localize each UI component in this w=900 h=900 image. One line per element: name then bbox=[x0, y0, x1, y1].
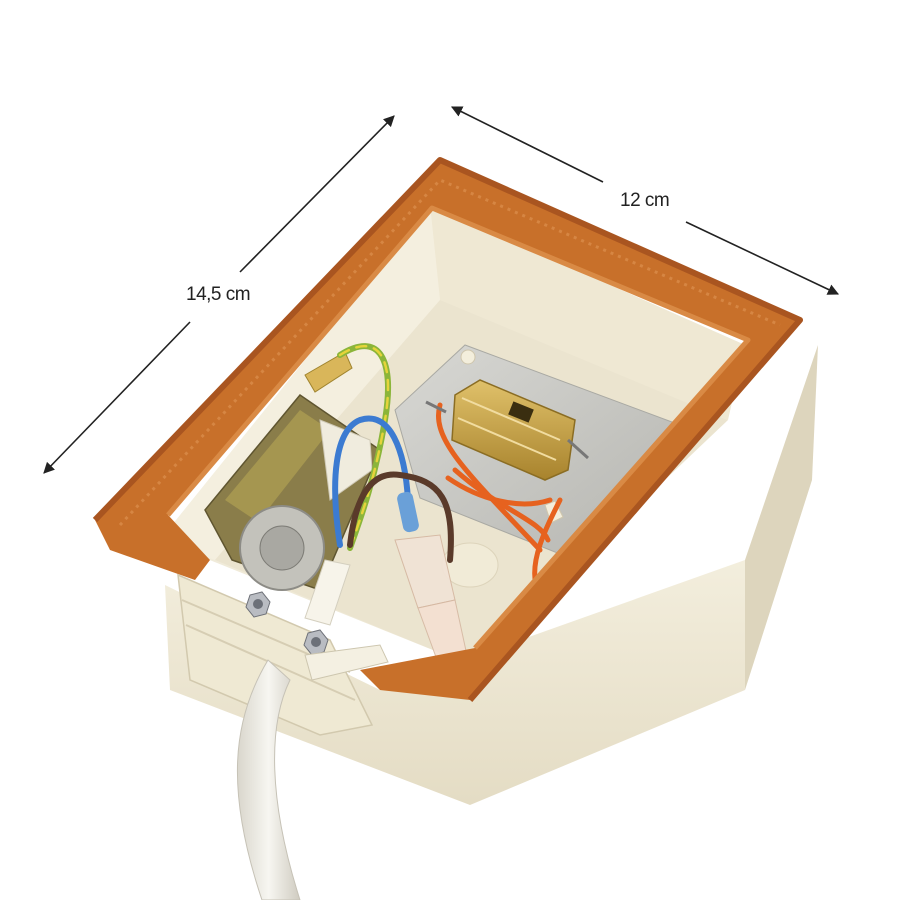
thermostat-unit bbox=[204, 351, 381, 591]
dimension-label-depth: 14,5 cm bbox=[186, 284, 251, 305]
power-cable bbox=[236, 659, 301, 900]
foam-gasket bbox=[92, 157, 803, 702]
cable-tie bbox=[304, 644, 389, 681]
terminal-screws bbox=[245, 591, 329, 656]
dimension-label-width: 12 cm bbox=[620, 190, 670, 211]
power-resistor bbox=[425, 379, 590, 481]
dimension-arrow-depth bbox=[43, 115, 395, 474]
dimension-arrow-width bbox=[450, 106, 840, 295]
wire-sleeves bbox=[304, 491, 469, 669]
